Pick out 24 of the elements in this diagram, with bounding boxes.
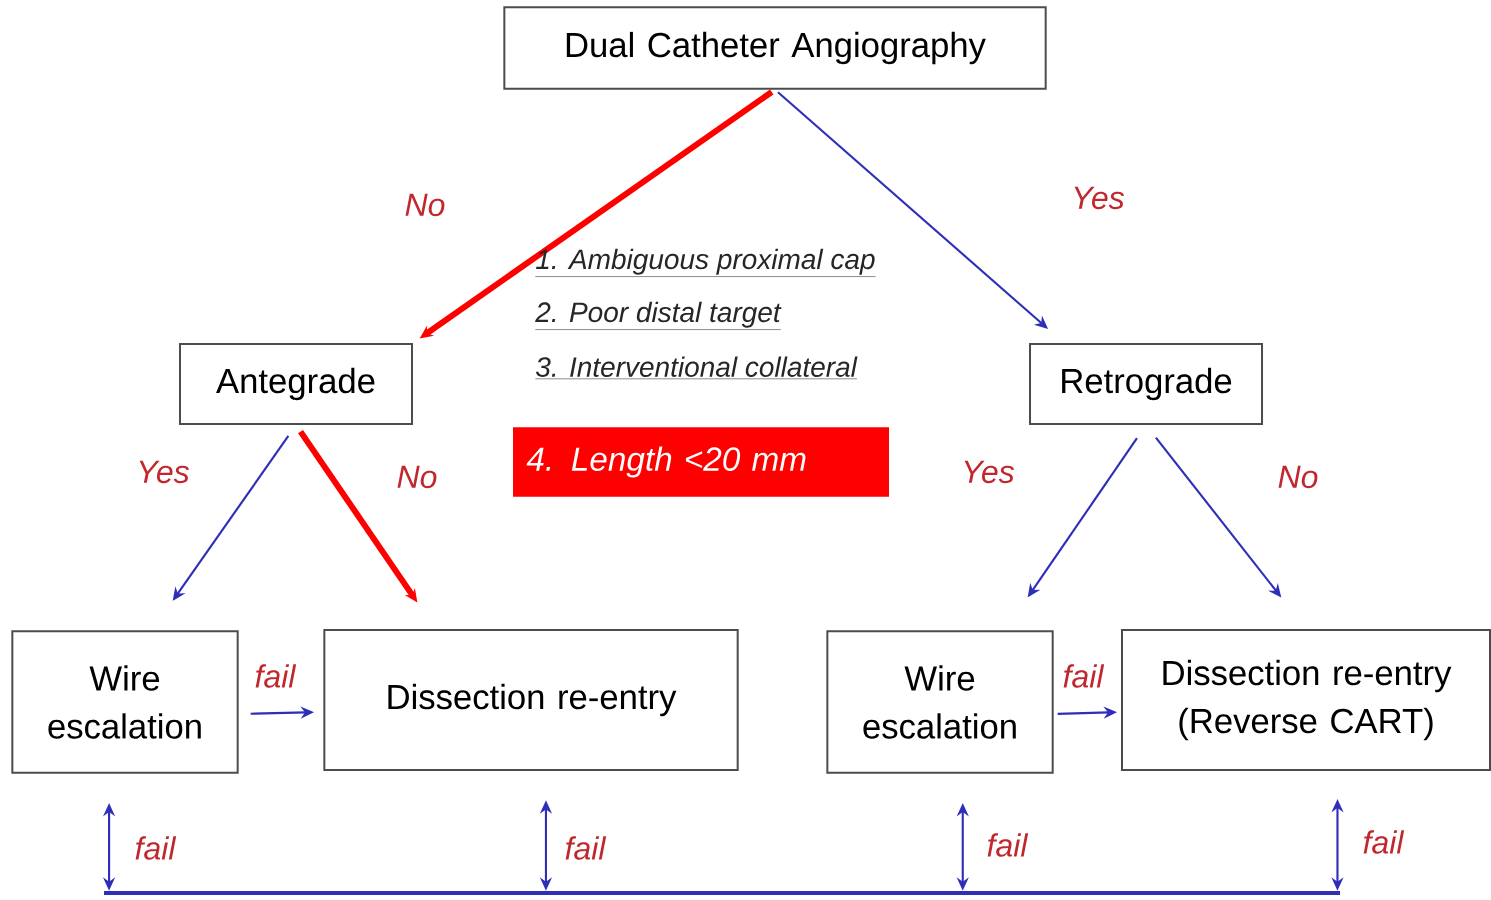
edge-label: fail bbox=[565, 836, 607, 860]
process-box: Wire escalation bbox=[11, 630, 239, 774]
criterion-text: 1. Ambiguous proximal cap bbox=[535, 248, 876, 277]
bar bbox=[104, 891, 1340, 895]
edge-label: Yes bbox=[1074, 186, 1125, 210]
edge-label: Yes bbox=[964, 460, 1015, 484]
criterion-text: 2. Poor distal target bbox=[535, 301, 782, 330]
edge-label: fail bbox=[1063, 664, 1105, 688]
edge-label: Yes bbox=[139, 460, 190, 484]
process-box: Antegrade bbox=[179, 343, 413, 425]
process-box: Dissection re-entry bbox=[323, 629, 739, 771]
edge-label: No bbox=[397, 465, 437, 489]
criterion-text: 3. Interventional collateral bbox=[535, 356, 858, 380]
edge-label: fail bbox=[135, 836, 177, 860]
process-box: Wire escalation bbox=[826, 630, 1054, 774]
edge-label: No bbox=[1278, 465, 1318, 489]
edge-label: fail bbox=[1363, 830, 1405, 854]
process-box: Dual Catheter Angiography bbox=[503, 6, 1047, 90]
edge-label: fail bbox=[987, 833, 1029, 857]
process-box: Retrograde bbox=[1029, 343, 1263, 425]
condition-box: 4. Length <20 mm bbox=[513, 427, 889, 497]
edge-label: No bbox=[405, 193, 445, 217]
process-box: Dissection re-entry (Reverse CART) bbox=[1121, 629, 1491, 771]
edge-label: fail bbox=[255, 664, 297, 688]
